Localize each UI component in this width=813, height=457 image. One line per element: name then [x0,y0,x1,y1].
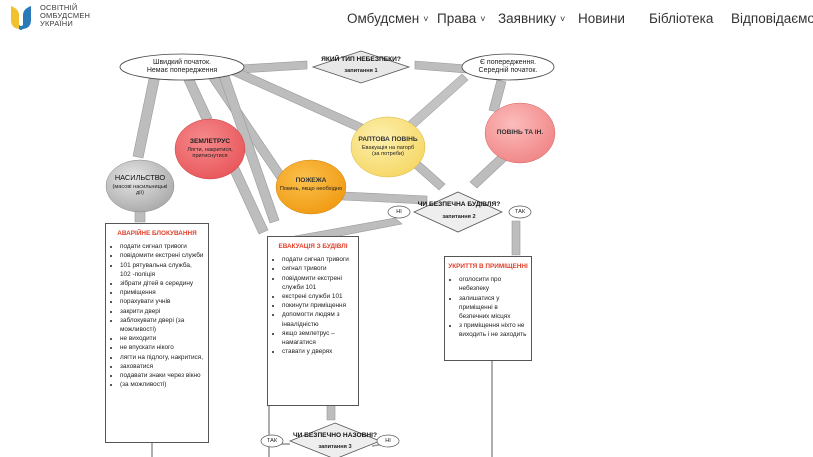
no-label-building: НІ [396,209,402,215]
nav-item-answers[interactable]: Відповідаємо [731,11,813,29]
start-warned-label: Є попередження. Середній початок. [478,59,538,74]
earthquake-title: ЗЕМЛЕТРУС [189,138,231,145]
earthquake-sub: Лягти, накритися, притиснутися [187,147,233,160]
list-item: повідомити екстрені служби [120,251,204,260]
list-item: порахувати учнів [120,297,204,306]
start-quick-ellipse [119,53,245,81]
yes-oval-building [508,205,532,219]
nav-item-label: Бібліотека [649,11,714,26]
nav-item-label: Новини [578,11,625,26]
list-item: приміщення [120,288,204,297]
evacuation-title: ЕВАКУАЦІЯ З БУДІВЛІ [278,243,348,250]
list-item: подати сигнал тривоги [282,255,354,264]
site-logo[interactable]: ОСВІТНІЙ ОМБУДСМЕН УКРАЇНИ [8,2,90,34]
violence-sub: (масові насильницькі дії) [112,184,168,197]
flowchart-connectors [105,50,556,457]
list-item: не виходити [120,334,204,343]
yes-label-outside: ТАК [266,438,278,444]
flash-flood-circle [350,116,426,178]
list-item: допомогти людям з інвалідністю [282,310,354,328]
shelter-box: УКРИТТЯ В ПРИМІЩЕННІ оголосити про небез… [444,256,532,361]
violence-circle [105,159,175,213]
lockdown-list: подати сигнал тривоги повідомити екстрен… [106,242,208,389]
site-header: ОСВІТНІЙ ОМБУДСМЕН УКРАЇНИ Омбудсмен˅ Пр… [0,0,813,38]
list-item: екстрені служби 101 [282,292,354,301]
list-item: оголосити про небезпеку [459,275,527,293]
decision-safe-outside [288,422,382,457]
decision-safe-building [413,191,503,233]
safe-outside-sub: запитання 3 [318,444,352,450]
no-label-outside: НІ [385,438,391,444]
list-item: закрити двері [120,307,204,316]
flood-circle [484,102,556,164]
start-quick-label: Швидкий початок. Немає попередження [146,59,218,74]
danger-type-sub: запитання 1 [344,68,378,74]
flash-flood-sub: Евакуація на пагорб (за потреби) [361,145,415,158]
evacuation-box: ЕВАКУАЦІЯ З БУДІВЛІ подати сигнал тривог… [267,236,359,406]
logo-line-3: УКРАЇНИ [40,19,73,28]
list-item: заблокувати двері (за можливості) [120,316,204,334]
flowchart-image: Швидкий початок. Немає попередження Є по… [7,40,813,457]
list-item: зібрати дітей в середину [120,279,204,288]
logo-line-1: ОСВІТНІЙ [40,3,78,12]
lockdown-title: АВАРІЙНЕ БЛОКУВАННЯ [117,230,197,237]
connector-quick-to-type [239,60,308,74]
nav-item-label: Відповідаємо [731,11,813,26]
nav-item-ombudsman[interactable]: Омбудсмен˅ [347,11,429,29]
danger-type-title: ЯКИЙ ТИП НЕБЕЗПЕКИ? [321,56,401,63]
chevron-down-icon: ˅ [559,14,566,24]
nav-item-label: Права [437,11,477,26]
fire-title: ПОЖЕЖА [295,177,327,184]
list-item: повідомити екстрені служби 101 [282,274,354,292]
shelter-title: УКРИТТЯ В ПРИМІЩЕННІ [448,263,528,270]
connector-quick-to-violence [132,73,161,159]
fire-circle [275,159,347,215]
list-item: якщо землетрус – намагатися [282,329,354,347]
list-item: подавати знаки через вікно [120,371,204,380]
list-item: 101 рятувальна служба, 102 -поліція [120,261,204,279]
nav-item-label: Омбудсмен [347,11,420,26]
nav-item-rights[interactable]: Права˅ [437,11,486,29]
safe-building-sub: запитання 2 [442,214,476,220]
list-item: покинути приміщення [282,301,354,310]
yes-label-building: ТАК [514,209,526,215]
list-item: ставати у дверях [282,347,354,356]
decision-danger-type [311,50,411,84]
flash-flood-title: РАПТОВА ПОВІНЬ [358,136,418,143]
list-item: з приміщення ніхто не виходить і не захо… [459,321,527,339]
lockdown-box: АВАРІЙНЕ БЛОКУВАННЯ подати сигнал тривог… [105,223,209,443]
safe-outside-title: ЧИ БЕЗПЕЧНО НАЗОВНІ? [292,432,378,439]
evacuation-list: подати сигнал тривоги сигнал тривоги пов… [268,255,358,356]
shelter-list: оголосити про небезпеку залишатися у при… [445,275,531,339]
list-item: залишатися у приміщенні в безпечних місц… [459,294,527,322]
fire-sub: Покинь, якщо необхідно [279,186,343,192]
violence-title: НАСИЛЬСТВО [114,173,166,182]
nav-item-news[interactable]: Новини [578,11,625,29]
nav-item-label: Заявнику [498,11,556,26]
flood-title: ПОВІНЬ ТА ІН. [496,129,544,136]
list-item: (за можливості) [120,380,204,389]
start-warned-ellipse [461,53,555,81]
no-oval-building [387,205,411,219]
list-item: заховатися [120,362,204,371]
safe-building-title: ЧИ БЕЗПЕЧНА БУДІВЛЯ? [417,201,501,208]
yes-oval-outside [260,434,284,448]
chevron-down-icon: ˅ [480,14,486,24]
logo-text: ОСВІТНІЙ ОМБУДСМЕН УКРАЇНИ [40,4,90,28]
no-oval-outside [376,434,400,448]
nav-item-library[interactable]: Бібліотека [649,11,713,29]
list-item: не впускати нікого [120,343,204,352]
nav-item-applicant[interactable]: Заявнику˅ [498,11,565,29]
connector-building-yes [511,220,521,256]
earthquake-circle [174,118,246,180]
logo-line-2: ОМБУДСМЕН [40,11,91,20]
list-item: сигнал тривоги [282,264,354,273]
list-item: лягти на підлогу, накритися, [120,353,204,362]
logo-mark-icon [11,6,31,30]
connector-type-to-warned [414,60,468,74]
chevron-down-icon: ˅ [423,14,429,24]
list-item: подати сигнал тривоги [120,242,204,251]
